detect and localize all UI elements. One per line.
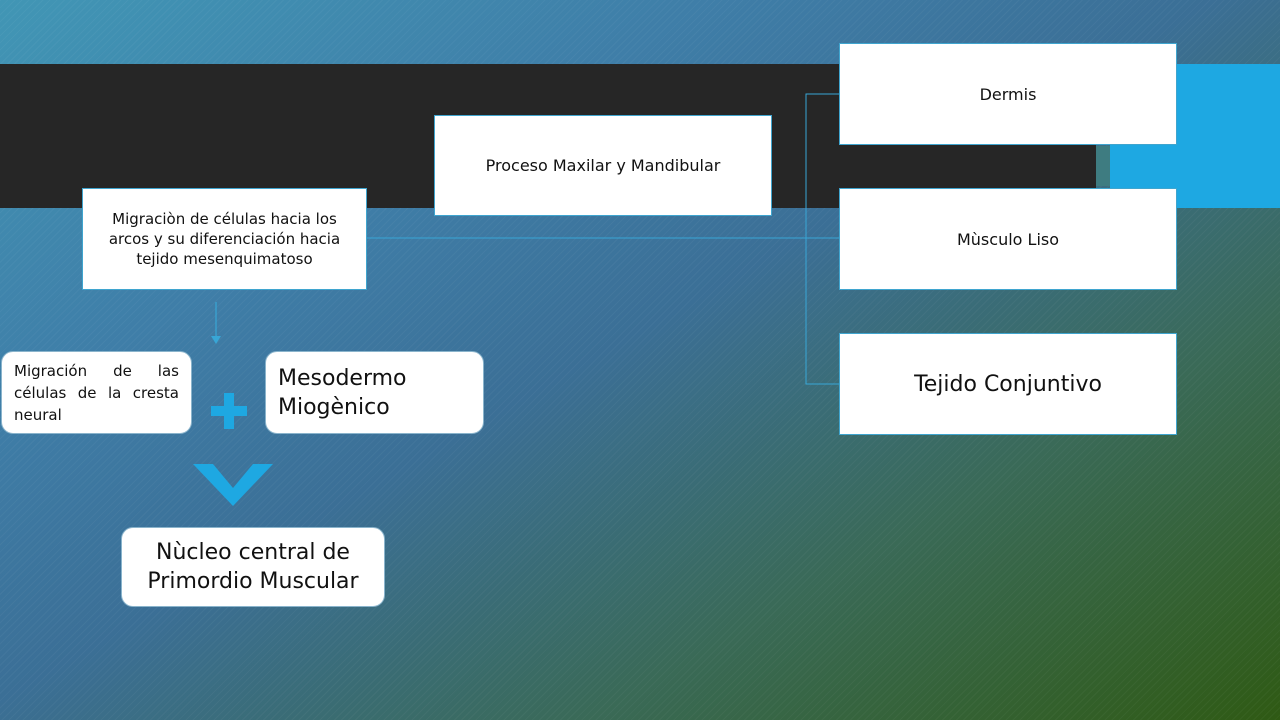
- node-migracion-cresta: Migración de las células de la cresta ne…: [1, 351, 192, 434]
- node-migracion-cresta-label: Migración de las células de la cresta ne…: [14, 361, 179, 424]
- node-nucleo-central-label: Nùcleo central de Primordio Muscular: [147, 540, 359, 594]
- node-dermis-label: Dermis: [979, 84, 1037, 104]
- node-proceso-maxilar-label: Proceso Maxilar y Mandibular: [485, 156, 721, 175]
- plus-icon: [211, 393, 247, 429]
- node-dermis: Dermis: [839, 43, 1177, 145]
- bracket-connector: [805, 93, 839, 385]
- node-musculo-liso: Mùsculo Liso: [839, 188, 1177, 290]
- node-mesodermo-label: Mesodermo Miogènico: [278, 365, 407, 420]
- node-mesodermo: Mesodermo Miogènico: [265, 351, 484, 434]
- node-migracion-arcos-label: Migraciòn de células hacia los arcos y s…: [108, 210, 341, 268]
- node-tejido-conjuntivo: Tejido Conjuntivo: [839, 333, 1177, 435]
- node-migracion-arcos: Migraciòn de células hacia los arcos y s…: [82, 188, 367, 290]
- node-musculo-liso-label: Mùsculo Liso: [956, 229, 1060, 249]
- node-tejido-conjuntivo-label: Tejido Conjuntivo: [914, 371, 1102, 397]
- chevron-down-icon: [193, 464, 273, 506]
- header-band-end: [1096, 146, 1110, 186]
- arrow-down-icon: [211, 302, 221, 344]
- node-nucleo-central: Nùcleo central de Primordio Muscular: [121, 527, 385, 607]
- node-proceso-maxilar: Proceso Maxilar y Mandibular: [434, 115, 772, 216]
